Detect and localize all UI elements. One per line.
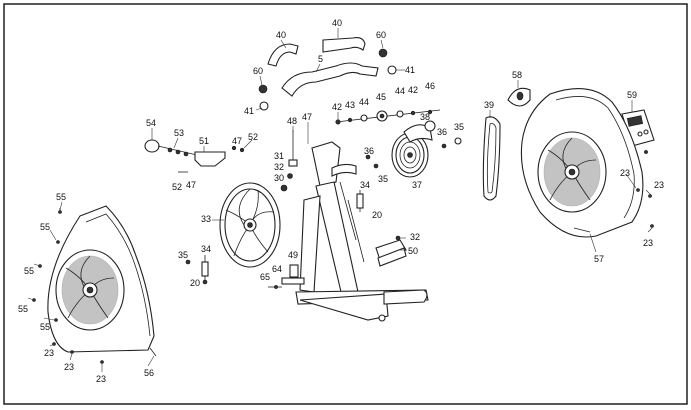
callout-53: 53 xyxy=(174,128,184,138)
pulley-assembly xyxy=(335,109,462,178)
callout-32-right: 32 xyxy=(410,232,420,242)
callout-64: 64 xyxy=(272,264,282,274)
flywheel xyxy=(219,182,281,268)
diagram-border xyxy=(3,3,688,405)
callout-55-a: 55 xyxy=(56,192,66,202)
callout-51: 51 xyxy=(199,136,209,146)
callout-55-c: 55 xyxy=(24,266,34,276)
pedal-bracket xyxy=(375,235,407,267)
axle-parts-left xyxy=(185,255,209,285)
leader-lines xyxy=(27,28,653,372)
callout-30: 30 xyxy=(274,173,284,183)
seat-bracket-assembly xyxy=(144,139,245,173)
callout-54: 54 xyxy=(146,118,156,128)
right-side-cover xyxy=(520,88,644,238)
callout-45: 45 xyxy=(376,92,386,102)
callout-57: 57 xyxy=(594,254,604,264)
tension-knob-parts xyxy=(280,130,298,192)
main-frame xyxy=(295,141,429,322)
callout-33: 33 xyxy=(201,214,211,224)
handlebar-assembly xyxy=(258,37,397,111)
callout-5: 5 xyxy=(318,54,323,64)
callout-50: 50 xyxy=(408,246,418,256)
callout-23-left-b: 23 xyxy=(64,362,74,372)
callout-31: 31 xyxy=(274,151,284,161)
callout-42-right: 42 xyxy=(408,85,418,95)
callout-56: 56 xyxy=(144,368,154,378)
callout-23-left-c: 23 xyxy=(96,374,106,384)
callout-60-top: 60 xyxy=(376,30,386,40)
callout-34-left: 34 xyxy=(201,244,211,254)
callout-36-center: 36 xyxy=(364,146,374,156)
callout-40-right: 40 xyxy=(332,18,342,28)
callout-47-top: 47 xyxy=(232,136,242,146)
callout-36-right: 36 xyxy=(437,127,447,137)
callout-38: 38 xyxy=(420,112,430,122)
callout-52-left: 52 xyxy=(172,182,182,192)
callout-58: 58 xyxy=(512,70,522,80)
callout-46: 46 xyxy=(425,81,435,91)
callout-40-left: 40 xyxy=(276,30,286,40)
callout-43: 43 xyxy=(345,100,355,110)
callout-41-left: 41 xyxy=(244,106,254,116)
axle-parts-center xyxy=(356,154,379,212)
callout-55-b: 55 xyxy=(40,222,50,232)
callout-23-left-a: 23 xyxy=(44,348,54,358)
callout-47-frame: 47 xyxy=(302,112,312,122)
callout-23-right-b: 23 xyxy=(654,180,664,190)
callout-35-left: 35 xyxy=(178,250,188,260)
callout-20-left: 20 xyxy=(190,278,200,288)
callout-35-center: 35 xyxy=(378,174,388,184)
callout-52-top: 52 xyxy=(248,132,258,142)
callout-20-center: 20 xyxy=(372,210,382,220)
callout-34-center: 34 xyxy=(360,180,370,190)
callout-23-right-c: 23 xyxy=(643,238,653,248)
callout-55-d: 55 xyxy=(18,304,28,314)
callout-49: 49 xyxy=(288,250,298,260)
left-side-cover xyxy=(47,205,157,357)
callout-60-left: 60 xyxy=(253,66,263,76)
callout-41-right: 41 xyxy=(405,65,415,75)
cap-part xyxy=(507,87,531,107)
callout-55-e: 55 xyxy=(40,322,50,332)
callout-59: 59 xyxy=(627,90,637,100)
callout-35-top: 35 xyxy=(454,122,464,132)
callout-32-top: 32 xyxy=(274,162,284,172)
callout-44-left: 44 xyxy=(359,97,369,107)
callout-37: 37 xyxy=(412,180,422,190)
callout-48: 48 xyxy=(287,116,297,126)
callout-39: 39 xyxy=(484,100,494,110)
bottom-bracket-parts xyxy=(268,264,305,289)
callout-44-right: 44 xyxy=(395,86,405,96)
callout-42-left: 42 xyxy=(332,102,342,112)
callout-labels: 40 40 60 60 5 41 41 54 53 51 47 52 48 47… xyxy=(18,18,664,384)
callout-23-right-a: 23 xyxy=(620,168,630,178)
callout-47-left: 47 xyxy=(186,180,196,190)
drive-belt xyxy=(482,116,501,201)
callout-65: 65 xyxy=(260,272,270,282)
